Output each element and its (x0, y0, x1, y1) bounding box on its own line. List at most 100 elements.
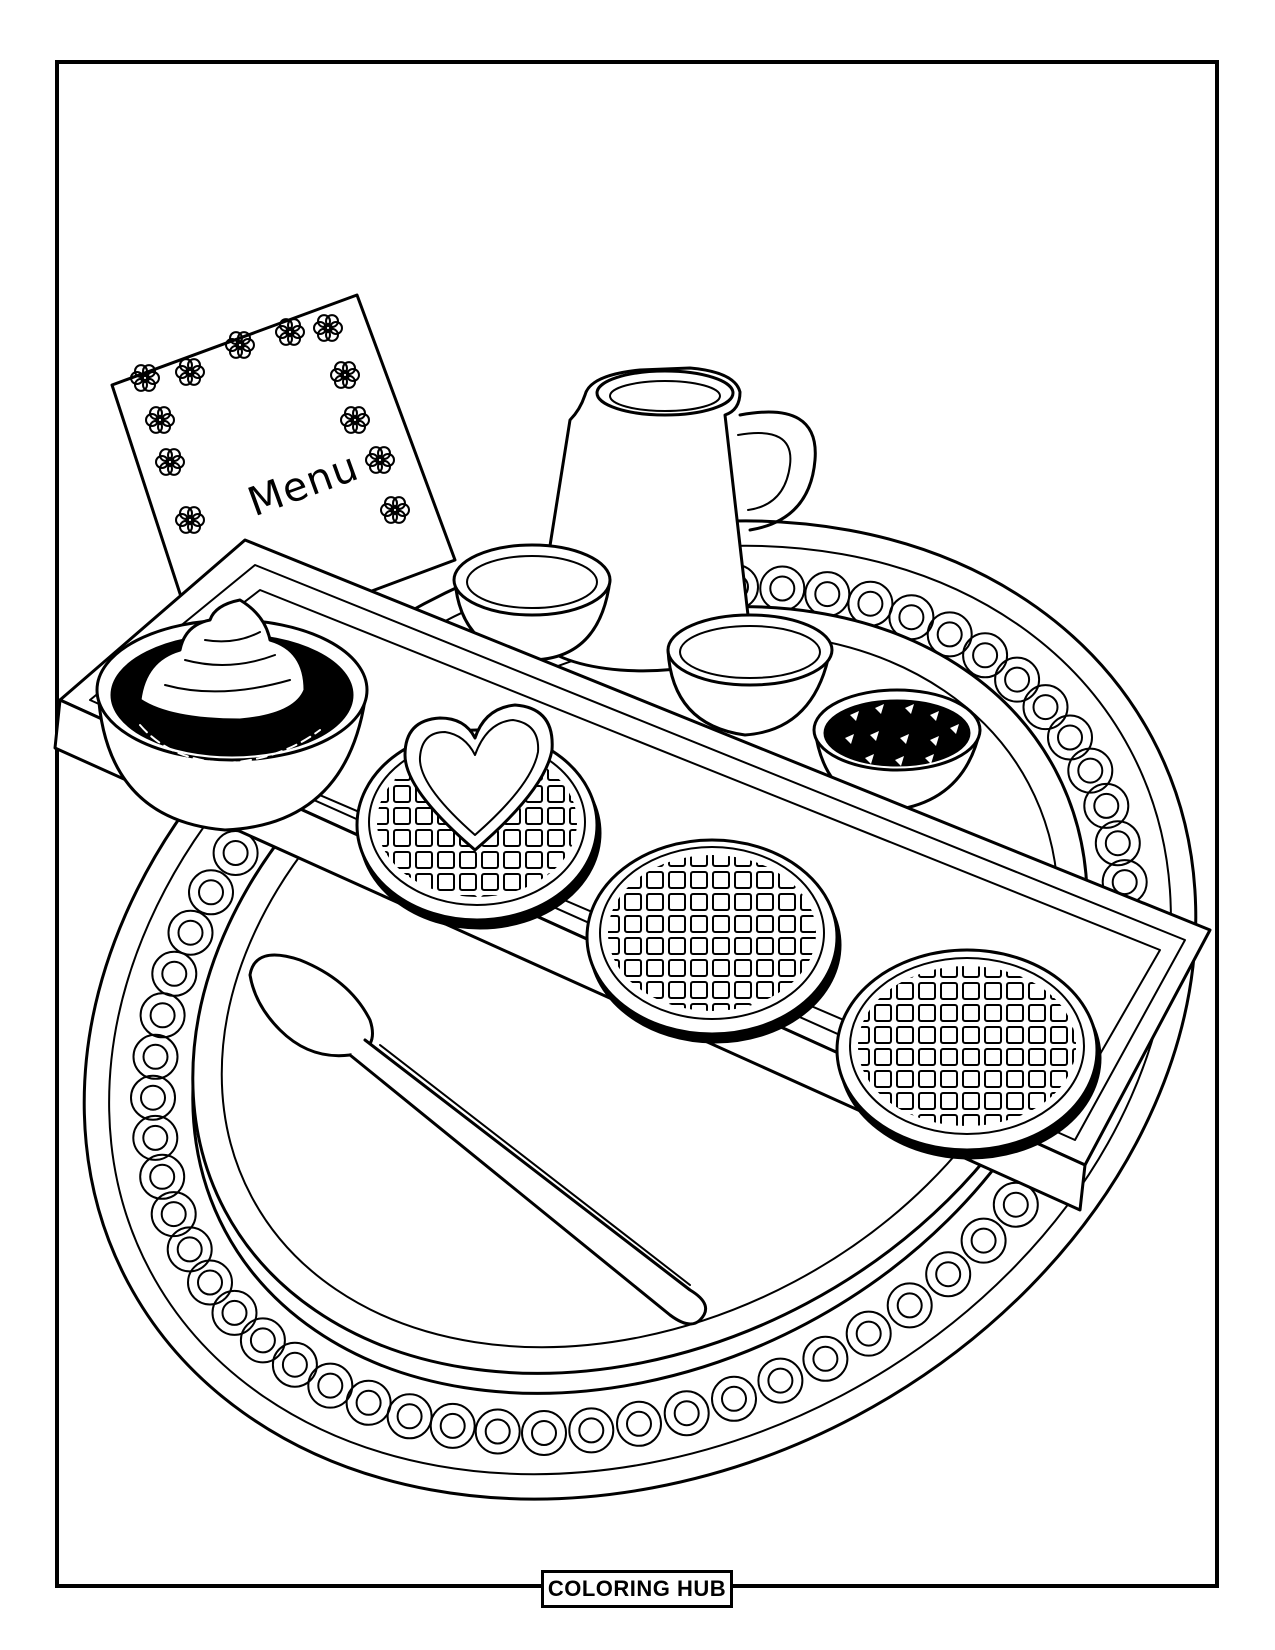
waffle-cell (393, 785, 411, 803)
waffle-cell (940, 1004, 958, 1022)
lace-scallop (160, 1201, 187, 1228)
waffle-cell (712, 915, 730, 933)
lace-scallop (898, 604, 925, 631)
waffle-cell (569, 829, 577, 847)
waffle-cell (525, 807, 543, 825)
flower-icon (175, 506, 205, 534)
menu-card: Menu (110, 293, 457, 657)
waffle-cell (668, 871, 686, 889)
lace-scallop (345, 1379, 392, 1426)
waffle-cell (437, 851, 455, 869)
waffle-cell (984, 1092, 1002, 1110)
waffle-cell (940, 966, 958, 978)
cup-icon (666, 613, 834, 737)
waffle-icon (585, 838, 842, 1044)
berry-highlight (850, 711, 859, 721)
lace-scallop (176, 1236, 203, 1263)
flower-icon (130, 364, 160, 392)
lace-scallop (197, 1269, 223, 1296)
lace-scallop (1104, 830, 1131, 857)
waffle-cell (503, 829, 521, 847)
waffle-cell (624, 959, 642, 977)
waffle-cell (1006, 982, 1024, 1000)
waffle-cell (1050, 1026, 1068, 1044)
lace-scallop (429, 1402, 476, 1449)
waffle-cell (984, 1004, 1002, 1022)
waffle-cell (962, 1114, 980, 1126)
berry-bowl-icon (812, 688, 982, 812)
lace-scallop (616, 1400, 662, 1447)
waffle-cell (646, 937, 664, 955)
lace-scallop (814, 581, 841, 608)
waffle-cell (624, 937, 642, 955)
waffle-cell (940, 982, 958, 1000)
lace-scallop (802, 1335, 849, 1382)
waffle-cell (690, 915, 708, 933)
lace-scallop (187, 1259, 233, 1306)
berry-highlight (865, 754, 874, 764)
waffle-cell (962, 966, 980, 978)
waffle-cell (459, 873, 477, 891)
lace-scallop (317, 1372, 344, 1399)
waffle-cell (690, 871, 708, 889)
waffle-cell (918, 1070, 936, 1088)
lace-scallop (1111, 869, 1138, 896)
waffle-cell (1028, 1048, 1046, 1066)
waffle-cell (393, 851, 411, 869)
waffle-cell (712, 937, 730, 955)
waffle-cell (712, 871, 730, 889)
flower-icon (225, 331, 255, 359)
waffle-cell (734, 981, 752, 999)
lace-scallop (721, 1385, 747, 1412)
lace-scallop (663, 1390, 710, 1437)
waffle-cell (646, 893, 664, 911)
waffle-cell (874, 1070, 892, 1088)
waffle-cell (646, 915, 664, 933)
waffle-cell (734, 871, 752, 889)
lace-scallop (845, 1310, 892, 1357)
waffle-cell (918, 1048, 936, 1066)
waffle-cell (646, 981, 664, 999)
waffle-cell (1028, 1026, 1046, 1044)
waffle-cell (896, 1048, 914, 1066)
waffle-cell (415, 851, 433, 869)
lace-scallop (130, 1074, 176, 1121)
lace-scallop (1083, 782, 1130, 829)
lace-scallop (1032, 694, 1059, 721)
waffle-cell (547, 785, 565, 803)
lace-scallop (925, 1251, 972, 1298)
lace-scallop (177, 919, 204, 946)
waffle-cell (962, 1026, 980, 1044)
waffle-cell (756, 959, 774, 977)
waffle-cell (393, 829, 411, 847)
lace-scallop (626, 1410, 652, 1437)
lace-scallop (711, 1375, 757, 1422)
flower-icon (340, 406, 370, 434)
waffle-cell (918, 1092, 936, 1110)
lace-scallop (531, 1420, 557, 1446)
waffle-cell (734, 915, 752, 933)
flower-icon (380, 496, 410, 524)
waffle-cell (690, 893, 708, 911)
waffle-cell (896, 1004, 914, 1022)
waffle-cell (1006, 1048, 1024, 1066)
waffle-cell (940, 1092, 958, 1110)
lace-scallop (149, 1163, 176, 1190)
waffle-cell (608, 915, 620, 933)
waffle-cell (690, 937, 708, 955)
waffle-cell (712, 959, 730, 977)
berry-highlight (930, 711, 939, 721)
waffle-cell (1006, 1070, 1024, 1088)
lace-scallop (239, 1317, 286, 1364)
lace-scallop (161, 960, 188, 987)
lace-scallop (132, 1114, 179, 1161)
lace-scallop (1047, 714, 1093, 761)
waffle-cell (503, 873, 521, 891)
waffle-cell (624, 893, 642, 911)
lace-scallop (926, 611, 973, 658)
berry-highlight (930, 736, 939, 746)
waffle-cell (962, 982, 980, 1000)
lace-scallop (139, 992, 186, 1039)
waffle-cell (918, 1004, 936, 1022)
lace-scallop (673, 1400, 700, 1427)
